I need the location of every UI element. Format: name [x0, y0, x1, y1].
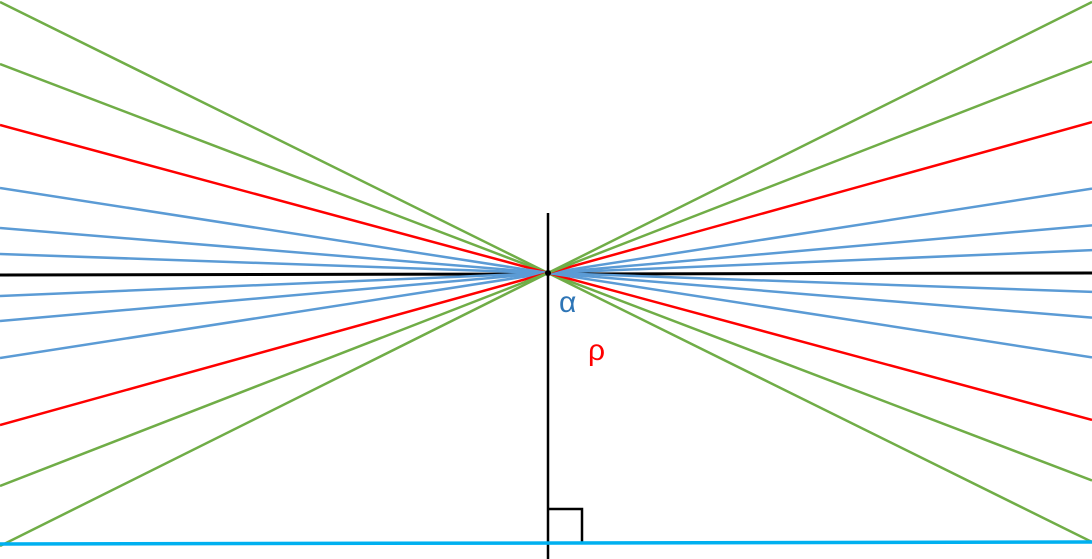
- right-angle-marker: [548, 507, 584, 543]
- rho-label: ρ: [588, 334, 606, 367]
- ground-line: [0, 540, 1092, 546]
- alpha-label: α: [559, 286, 577, 319]
- origin-point: [545, 270, 551, 276]
